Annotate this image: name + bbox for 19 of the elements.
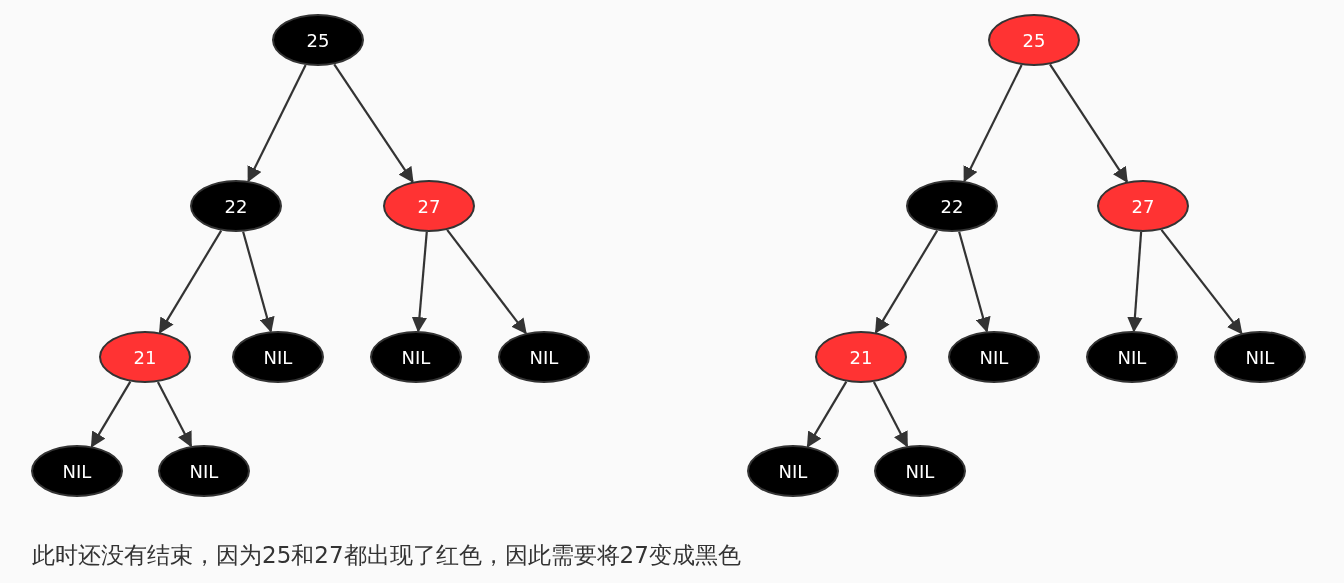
node-label: NIL (62, 460, 92, 482)
node-label: 27 (1131, 195, 1155, 217)
node-label: NIL (778, 460, 808, 482)
node-label: 25 (1022, 29, 1046, 51)
node-label: 21 (849, 346, 873, 368)
node-label: NIL (401, 346, 431, 368)
node-label: NIL (905, 460, 935, 482)
node-label: NIL (1117, 346, 1147, 368)
node-label: NIL (263, 346, 293, 368)
node-label: 21 (133, 346, 157, 368)
node-label: 25 (306, 29, 330, 51)
node-label: NIL (189, 460, 219, 482)
node-label: NIL (1245, 346, 1275, 368)
node-label: 22 (940, 195, 964, 217)
node-label: 22 (224, 195, 248, 217)
node-label: NIL (979, 346, 1009, 368)
node-label: NIL (529, 346, 559, 368)
caption: 此时还没有结束，因为25和27都出现了红色，因此需要将27变成黑色 (32, 541, 741, 570)
node-label: 27 (417, 195, 441, 217)
